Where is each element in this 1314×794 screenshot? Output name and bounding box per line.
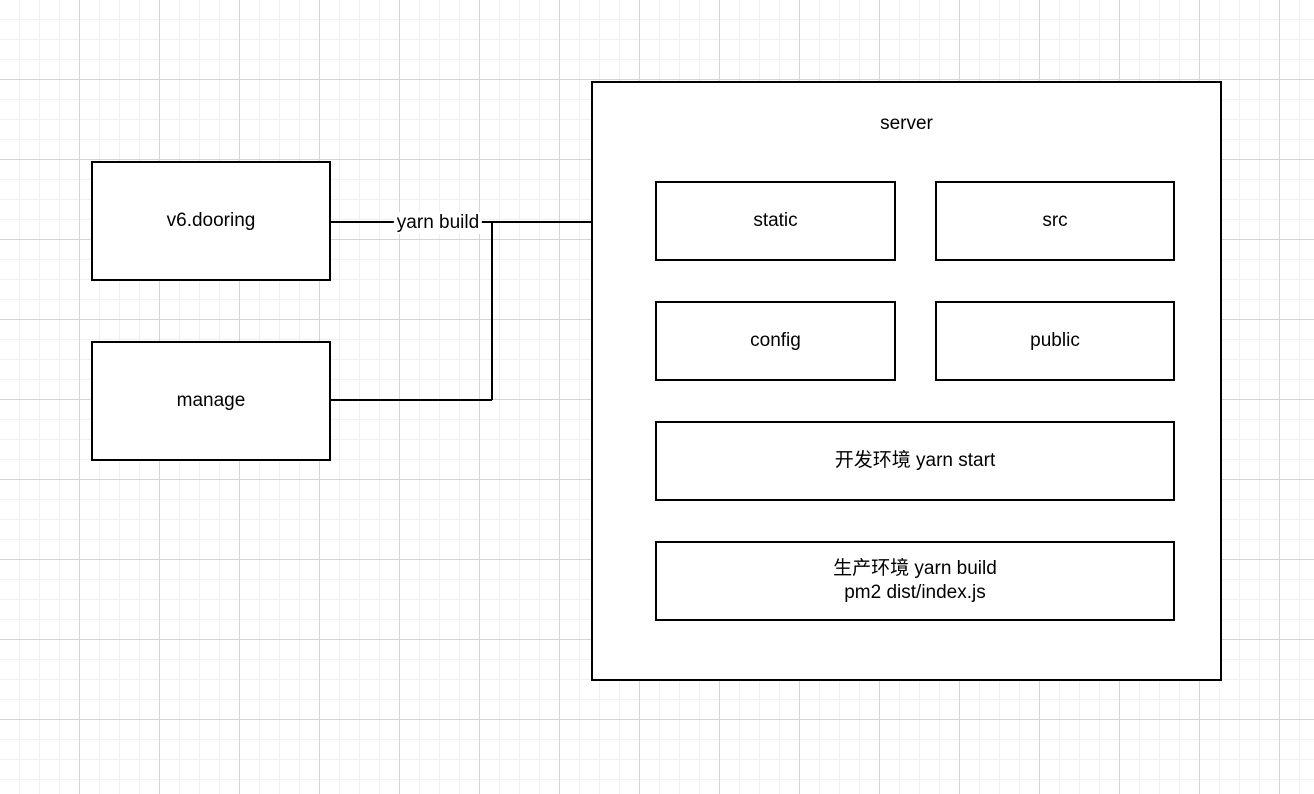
node-prod-env-label: 生产环境 yarn build pm2 dist/index.js xyxy=(833,558,997,603)
node-src[interactable]: src xyxy=(935,181,1175,261)
node-v6-dooring[interactable]: v6.dooring xyxy=(91,161,331,281)
group-server-title: server xyxy=(880,113,933,134)
node-src-label: src xyxy=(1042,210,1068,232)
node-dev-env-label: 开发环境 yarn start xyxy=(834,450,996,472)
node-v6-dooring-label: v6.dooring xyxy=(166,210,256,232)
node-manage-label: manage xyxy=(176,390,246,412)
node-manage[interactable]: manage xyxy=(91,341,331,461)
node-prod-env[interactable]: 生产环境 yarn build pm2 dist/index.js xyxy=(655,541,1175,621)
node-static-label: static xyxy=(753,210,798,232)
node-config[interactable]: config xyxy=(655,301,896,381)
node-static[interactable]: static xyxy=(655,181,896,261)
node-public-label: public xyxy=(1030,330,1080,352)
node-public[interactable]: public xyxy=(935,301,1175,381)
edge-label-yarn-build: yarn build xyxy=(393,212,483,234)
node-config-label: config xyxy=(750,330,801,352)
node-dev-env[interactable]: 开发环境 yarn start xyxy=(655,421,1175,501)
